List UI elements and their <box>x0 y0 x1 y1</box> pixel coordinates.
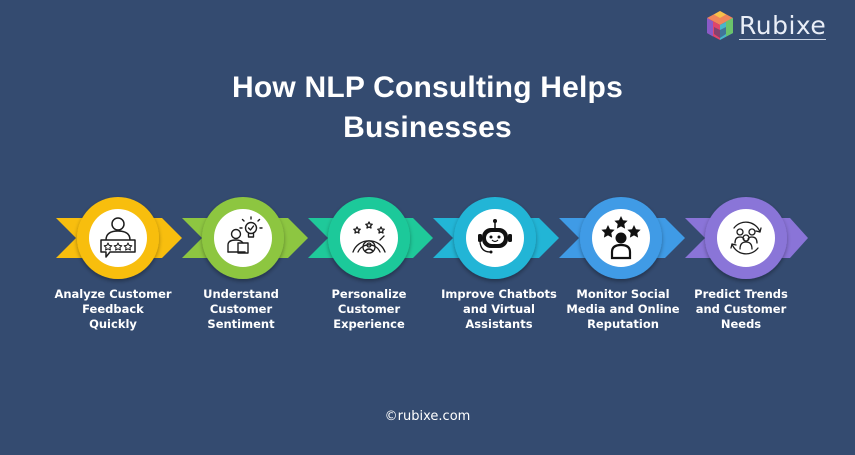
chatbot-headset-icon <box>478 219 512 254</box>
title-line-2: Businesses <box>343 111 512 144</box>
step-4-label: Improve Chatbots and Virtual Assistants <box>441 287 557 331</box>
step-5-label: Monitor Social Media and Online Reputati… <box>566 287 680 331</box>
step-2-label: Understand Customer Sentiment <box>203 287 279 331</box>
step-1-shape <box>56 197 182 279</box>
footer-copyright: ©rubixe.com <box>384 409 471 424</box>
customer-review-icon <box>100 217 136 258</box>
step-6-shape <box>685 197 808 279</box>
step-3-shape <box>308 197 433 279</box>
person-idea-bulb-icon <box>227 216 263 254</box>
step-2-shape <box>182 197 308 279</box>
step-1-label: Analyze Customer Feedback Quickly <box>54 287 172 331</box>
step-3-label: Personalize Customer Experience <box>331 287 407 331</box>
brand-logo: Rubixe <box>705 9 827 43</box>
group-cycle-icon <box>730 221 762 255</box>
title-line-1: How NLP Consulting Helps <box>232 71 623 104</box>
page-title: How NLP Consulting Helps Businesses <box>0 68 855 148</box>
cube-logo-icon <box>707 11 733 40</box>
step-6-label: Predict Trends and Customer Needs <box>694 287 788 331</box>
satisfaction-gauge-icon <box>352 221 386 254</box>
logo-text: Rubixe <box>739 10 827 40</box>
person-rating-stars-icon <box>601 216 641 260</box>
